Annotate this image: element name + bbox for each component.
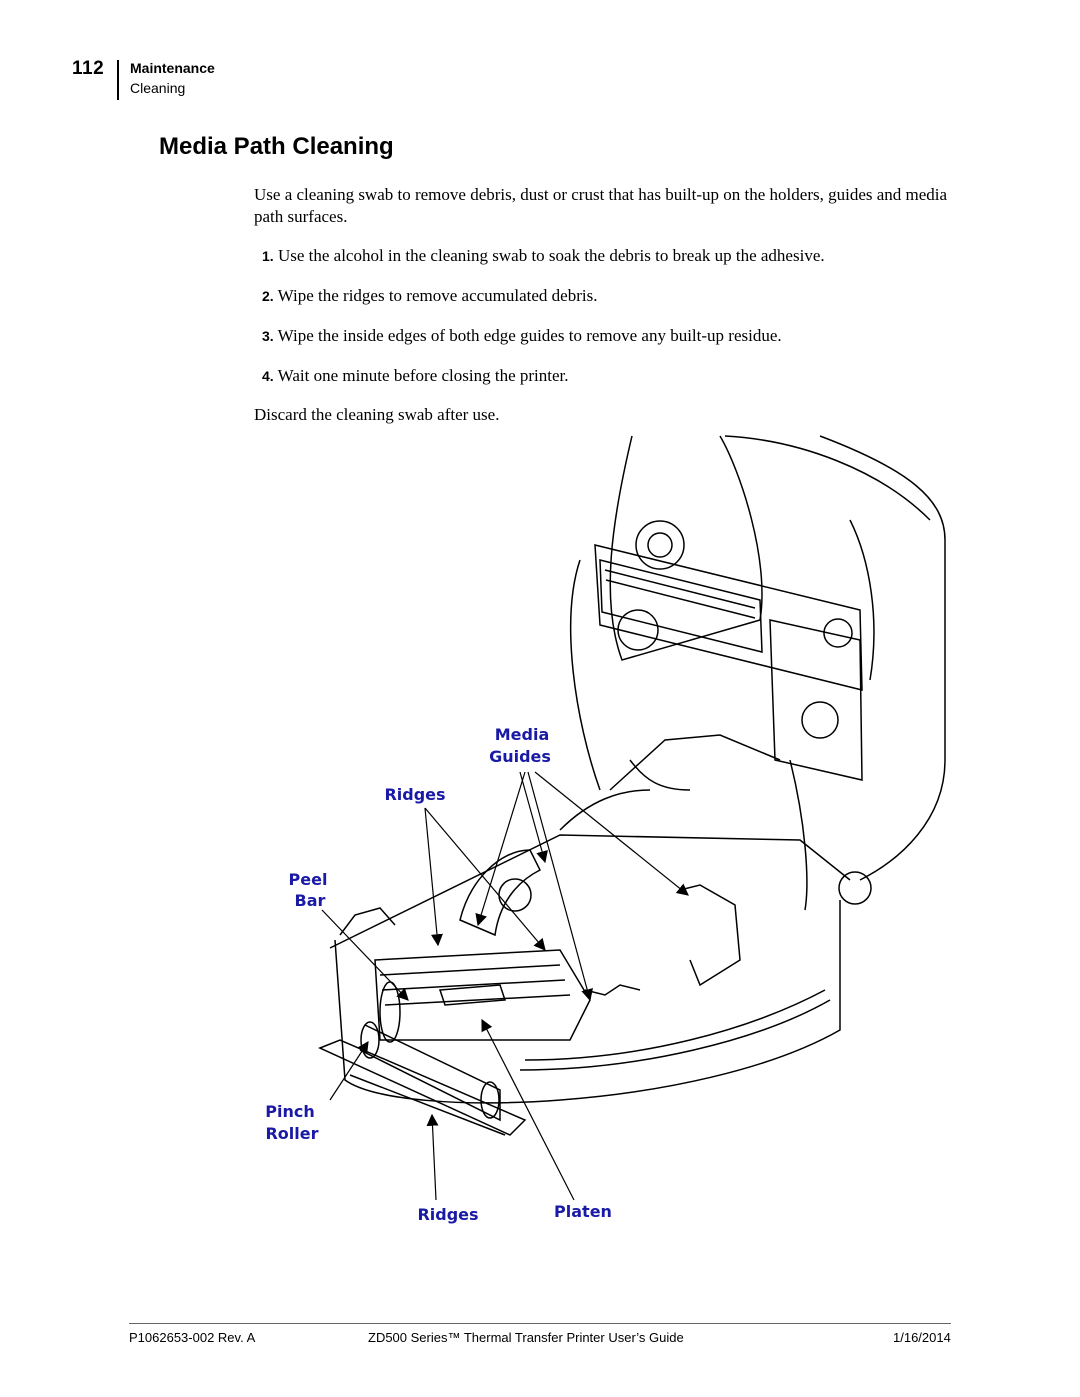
step-4: 4. Wait one minute before closing the pr… (262, 365, 982, 387)
header-divider (117, 60, 119, 100)
step-text: Wipe the inside edges of both edge guide… (277, 326, 782, 345)
footer-doc-number: P1062653-002 Rev. A (129, 1330, 256, 1345)
step-text: Wait one minute before closing the print… (277, 366, 569, 385)
callout-peel-bar-line1: Peel (289, 870, 328, 889)
page-number: 112 (72, 58, 105, 79)
closing-paragraph: Discard the cleaning swab after use. (254, 405, 500, 424)
page-title: Media Path Cleaning (159, 133, 394, 160)
callout-ridges-top: Ridges (384, 785, 445, 804)
step-3: 3. Wipe the inside edges of both edge gu… (262, 325, 982, 347)
footer-date: 1/16/2014 (893, 1330, 951, 1345)
step-text: Wipe the ridges to remove accumulated de… (277, 286, 598, 305)
printer-line-art (318, 435, 946, 1136)
callout-peel-bar-line2: Bar (295, 891, 326, 910)
intro-paragraph: Use a cleaning swab to remove debris, du… (254, 185, 948, 226)
step-number: 4. (262, 368, 274, 384)
step-number: 3. (262, 328, 274, 344)
callout-ridges-bottom: Ridges (417, 1205, 478, 1224)
step-number: 1. (262, 248, 274, 264)
callout-platen: Platen (554, 1202, 612, 1221)
callout-pinch-roller-line1: Pinch (265, 1102, 314, 1121)
callout-pinch-roller-line2: Roller (265, 1124, 318, 1143)
section-title: Cleaning (130, 80, 186, 96)
chapter-title: Maintenance (130, 60, 215, 76)
step-number: 2. (262, 288, 274, 304)
callout-media-guides-line2: Guides (489, 747, 551, 766)
callout-leaders (321, 771, 689, 1201)
footer-divider (129, 1323, 951, 1324)
footer-guide-title: ZD500 Series™ Thermal Transfer Printer U… (368, 1330, 684, 1345)
printer-illustration: Media Guides Ridges Peel Bar Pinch Rolle… (265, 435, 946, 1224)
step-2: 2. Wipe the ridges to remove accumulated… (262, 285, 982, 307)
step-text: Use the alcohol in the cleaning swab to … (277, 246, 825, 265)
callout-media-guides-line1: Media (495, 725, 550, 744)
step-1: 1. Use the alcohol in the cleaning swab … (262, 245, 982, 267)
